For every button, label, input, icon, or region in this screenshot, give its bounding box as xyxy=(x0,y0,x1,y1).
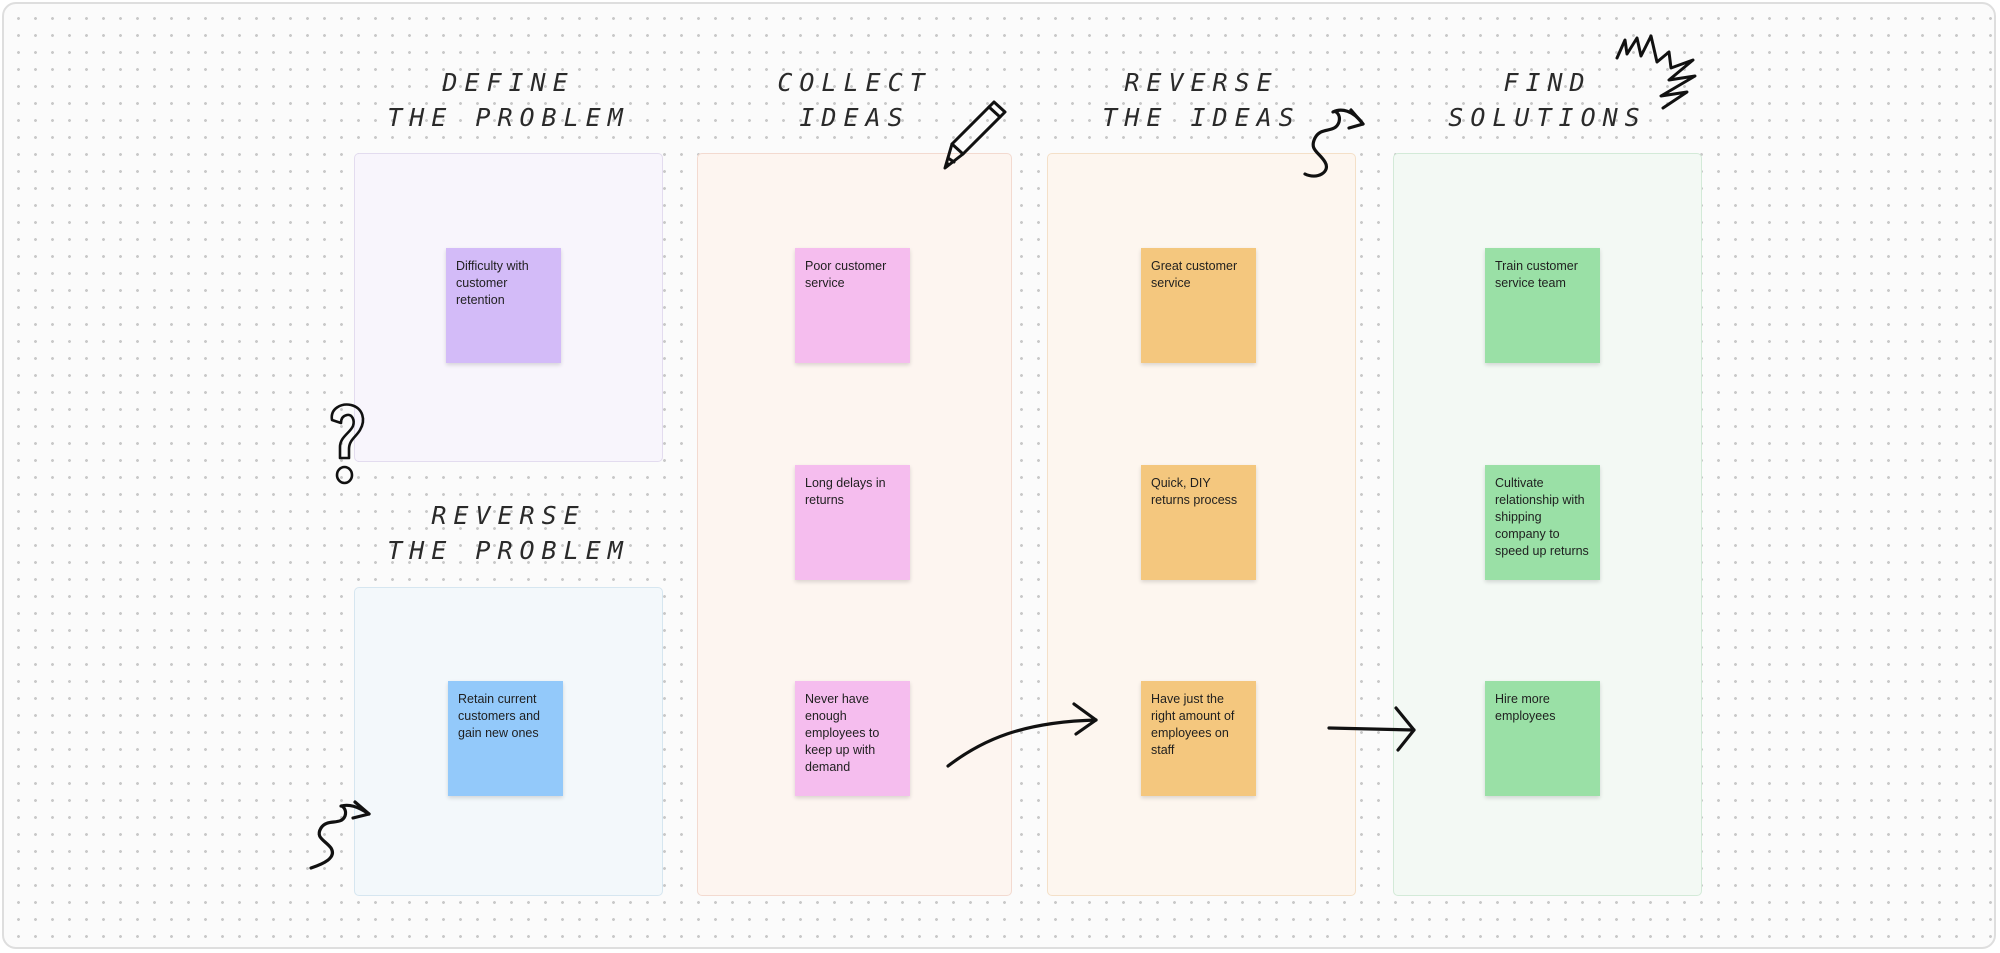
straight-arrow-icon[interactable] xyxy=(1326,704,1420,754)
heading-find-solutions[interactable]: FIND SOLUTIONS xyxy=(1393,65,1702,135)
squiggle-arrow-icon[interactable] xyxy=(1301,104,1367,184)
scribble-icon[interactable] xyxy=(1613,32,1699,114)
heading-line: THE IDEAS xyxy=(1102,103,1301,132)
heading-collect-ideas[interactable]: COLLECT IDEAS xyxy=(697,65,1012,135)
curved-arrow-icon[interactable] xyxy=(942,700,1102,774)
heading-line: THE PROBLEM xyxy=(387,103,630,132)
question-mark-icon[interactable] xyxy=(326,402,370,488)
sticky-note[interactable]: Train customer service team xyxy=(1485,248,1600,363)
sticky-note[interactable]: Poor customer service xyxy=(795,248,910,363)
heading-reverse-problem[interactable]: REVERSE THE PROBLEM xyxy=(354,498,663,568)
sticky-note[interactable]: Have just the right amount of employees … xyxy=(1141,681,1256,796)
heading-define-problem[interactable]: DEFINE THE PROBLEM xyxy=(354,65,663,135)
sticky-note[interactable]: Long delays in returns xyxy=(795,465,910,580)
sticky-note[interactable]: Retain current customers and gain new on… xyxy=(448,681,563,796)
sticky-note[interactable]: Never have enough employees to keep up w… xyxy=(795,681,910,796)
sticky-note[interactable]: Difficulty with customer retention xyxy=(446,248,561,363)
heading-line: THE PROBLEM xyxy=(387,536,630,565)
heading-line: COLLECT xyxy=(777,68,932,97)
heading-line: SOLUTIONS xyxy=(1448,103,1647,132)
sticky-note[interactable]: Cultivate relationship with shipping com… xyxy=(1485,465,1600,580)
heading-line: REVERSE xyxy=(431,501,586,530)
sticky-note[interactable]: Quick, DIY returns process xyxy=(1141,465,1256,580)
heading-line: IDEAS xyxy=(799,103,910,132)
sticky-note[interactable]: Hire more employees xyxy=(1485,681,1600,796)
sticky-note[interactable]: Great customer service xyxy=(1141,248,1256,363)
pencil-icon[interactable] xyxy=(942,98,1012,174)
heading-reverse-ideas[interactable]: REVERSE THE IDEAS xyxy=(1047,65,1356,135)
heading-line: FIND xyxy=(1503,68,1592,97)
heading-line: DEFINE xyxy=(442,68,575,97)
heading-line: REVERSE xyxy=(1124,68,1279,97)
squiggle-arrow-icon[interactable] xyxy=(307,798,373,874)
